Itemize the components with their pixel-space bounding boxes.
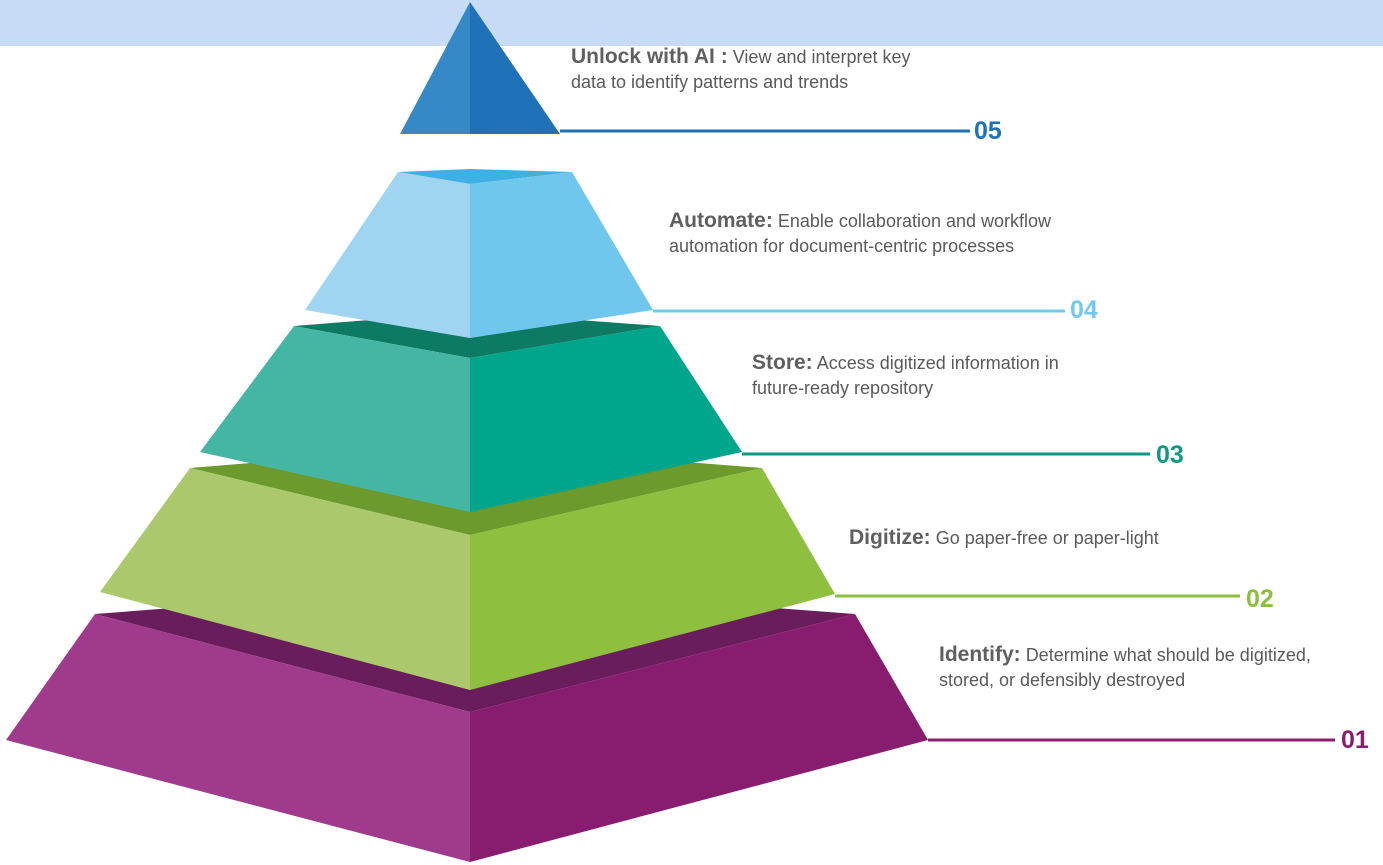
tier-03-right-face <box>470 326 742 512</box>
tier-05-right-face <box>470 2 560 134</box>
tier-03-description-block: Store: Access digitized information in f… <box>752 350 1072 401</box>
tier-02-left-face <box>100 468 470 690</box>
tier-01-description: Determine what should be digitized, stor… <box>939 645 1311 690</box>
tier-02-number: 02 <box>1246 585 1274 613</box>
tier-01-description-block: Identify: Determine what should be digit… <box>939 642 1339 693</box>
tier-05-left-face <box>400 2 470 134</box>
tier-04-right-face <box>470 172 653 338</box>
tier-04-top-face <box>398 169 572 184</box>
tier-01-right-face <box>470 614 928 862</box>
tier-03-title: Store: <box>752 351 813 374</box>
tier-02-description-block: Digitize: Go paper-free or paper-light <box>849 525 1179 551</box>
tier-05-title: Unlock with AI : <box>571 45 728 68</box>
tier-05-block <box>400 2 970 134</box>
tier-04-description-block: Automate: Enable collaboration and workf… <box>669 208 1069 259</box>
tier-04-description: Enable collaboration and workflow automa… <box>669 211 1052 256</box>
tier-02-right-face <box>470 468 835 690</box>
tier-03-block <box>200 312 1150 512</box>
tier-05-description: View and interpret key data to identify … <box>571 47 911 92</box>
tier-03-description: Access digitized information in future-r… <box>752 353 1059 398</box>
tier-04-left-face <box>305 172 470 338</box>
tier-01-number: 01 <box>1341 726 1369 754</box>
tier-05-description-block: Unlock with AI : View and interpret key … <box>571 44 911 95</box>
tier-05-number: 05 <box>974 117 1002 145</box>
tier-01-left-face <box>6 614 470 862</box>
tier-04-block <box>305 169 1065 338</box>
tier-03-number: 03 <box>1156 441 1184 469</box>
tier-04-title: Automate: <box>669 209 773 232</box>
tier-02-title: Digitize: <box>849 526 931 549</box>
tier-03-left-face <box>200 326 470 512</box>
tier-04-number: 04 <box>1070 296 1098 324</box>
tier-02-description: Go paper-free or paper-light <box>935 528 1159 548</box>
header-band <box>0 0 1383 46</box>
tier-01-title: Identify: <box>939 643 1021 666</box>
